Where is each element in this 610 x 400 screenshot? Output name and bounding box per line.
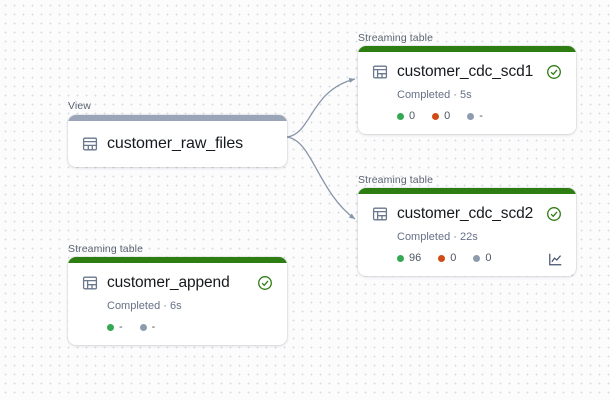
metric-dot-grey [473,254,481,262]
metric-value: - [151,321,156,333]
node-kind-label-customer-cdc-scd1: Streaming table [358,32,434,44]
node-kind-label-customer-raw-files: View [68,100,91,112]
node-accent-bar [68,257,287,263]
metric-value: 0 [485,252,492,264]
metric-dot-grey [467,112,475,120]
metric-value: 96 [409,252,422,264]
node-kind-label-customer-cdc-scd2: Streaming table [358,174,434,186]
metric-item: 96 [397,252,421,264]
node-accent-bar [358,188,576,194]
check-circle-icon [546,64,562,80]
edge-raw-to-scd1 [286,77,356,138]
metric-value: 0 [450,252,457,264]
metric-item: - [139,321,156,333]
node-customer-cdc-scd2[interactable]: customer_cdc_scd2 Completed · 22s 96 0 [358,188,576,276]
metric-dot-orange [438,254,446,262]
check-circle-icon [257,275,273,291]
view-table-icon [81,136,98,153]
metric-dot-green [397,254,404,262]
line-chart-icon[interactable] [548,252,563,267]
metric-item: 0 [473,252,492,264]
metric-item: - [467,110,483,122]
metric-dot-green [107,323,114,331]
node-customer-append[interactable]: customer_append Completed · 6s - - [68,257,287,345]
node-accent-bar [358,46,576,52]
metric-value: - [119,321,123,333]
node-accent-bar [68,115,287,121]
streaming-table-icon [371,64,388,81]
metric-value: - [479,110,483,122]
metric-item: 0 [438,252,456,264]
node-customer-cdc-scd1[interactable]: customer_cdc_scd1 Completed · 5s 0 0 [358,46,576,134]
streaming-table-icon [81,275,98,292]
node-title: customer_cdc_scd2 [397,205,534,222]
metric-item: 0 [397,110,415,122]
metric-dot-orange [432,112,440,120]
node-status-text: Completed · 22s [397,231,478,243]
node-title: customer_append [107,274,230,291]
node-status-text: Completed · 5s [397,89,472,101]
edge-raw-to-scd2 [286,136,356,220]
node-status-text: Completed · 6s [107,300,182,312]
streaming-table-icon [371,206,388,223]
metric-value: 0 [444,110,451,122]
node-title: customer_raw_files [107,135,244,152]
node-title: customer_cdc_scd1 [397,63,534,80]
node-metrics: - - [107,321,273,333]
node-customer-raw-files[interactable]: customer_raw_files [68,115,287,167]
metric-item: 0 [432,110,450,122]
metric-value: 0 [409,110,416,122]
check-circle-icon [546,206,562,222]
metric-dot-green [397,112,404,120]
node-metrics: 0 0 - [397,110,562,122]
metric-item: - [107,321,123,333]
metric-dot-grey [139,323,147,331]
node-kind-label-customer-append: Streaming table [68,243,144,255]
node-metrics: 96 0 0 [397,252,563,267]
